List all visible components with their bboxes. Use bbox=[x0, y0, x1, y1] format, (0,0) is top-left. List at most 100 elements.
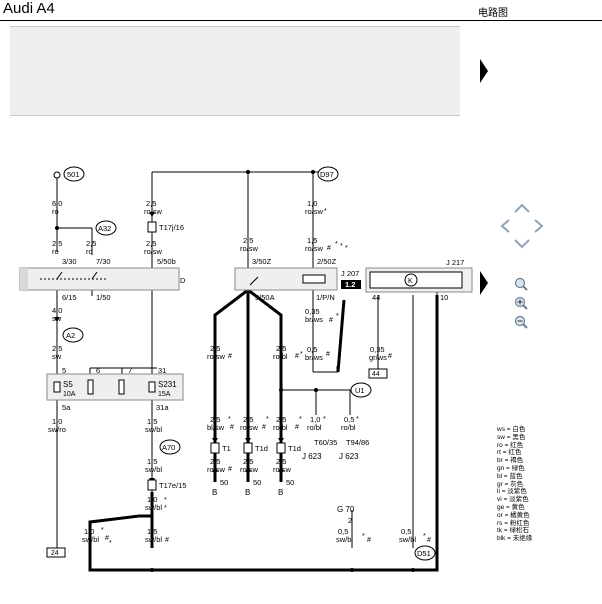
fuse-s231-label: S231 bbox=[158, 380, 177, 389]
wire-gauge-label: 0,5 bbox=[307, 345, 317, 354]
connector-label: T94/86 bbox=[346, 438, 369, 447]
pin-label: 44 bbox=[372, 293, 380, 302]
variant-marker: # bbox=[295, 353, 299, 360]
fuse-s5-label: S5 bbox=[63, 380, 73, 389]
wire-gauge-label: 2,5 bbox=[243, 236, 253, 245]
variant-marker: # bbox=[228, 353, 232, 360]
ref-u1-label: U1 bbox=[355, 386, 365, 395]
variant-marker: * bbox=[345, 245, 348, 252]
wire-gauge-label: 1,5 bbox=[147, 457, 157, 466]
terminal-box-44 bbox=[368, 368, 388, 379]
junction-dot bbox=[411, 568, 415, 572]
wire-gauge-label: 1,5 bbox=[307, 236, 317, 245]
zoom-out-icon[interactable] bbox=[513, 314, 529, 330]
ground-b-label: B bbox=[212, 488, 217, 497]
variant-marker: * bbox=[340, 243, 343, 250]
wire-color-label: ro/sw bbox=[144, 247, 163, 256]
wire-color-label: br/ws bbox=[305, 315, 323, 324]
connector-arrow-icon bbox=[245, 470, 251, 475]
ecu-j217-connector bbox=[404, 273, 418, 287]
variant-marker: # bbox=[295, 424, 299, 431]
legend-item: ro = 红色 bbox=[497, 441, 524, 449]
ecu-j207-relay-coil bbox=[302, 274, 326, 284]
connector-arrow-icon bbox=[54, 317, 60, 322]
ref-a2-circle bbox=[62, 327, 84, 343]
relay-switch-contact bbox=[56, 271, 63, 280]
fuse-s5-icon bbox=[53, 381, 61, 393]
wire-color-label: sw/ro bbox=[48, 425, 66, 434]
connector-t17e15-box bbox=[147, 479, 157, 491]
wire-gauge-label: 2,5 bbox=[210, 415, 220, 424]
wire-end-terminal bbox=[53, 171, 61, 179]
terminal-number: 7 bbox=[128, 366, 132, 375]
pan-up-icon[interactable] bbox=[514, 203, 530, 213]
wire-gauge-label: 6,0 bbox=[52, 199, 62, 208]
connector-t1-box bbox=[210, 442, 220, 454]
next-page-arrow-icon[interactable] bbox=[480, 59, 488, 83]
component-j623-label: J 623 bbox=[302, 452, 322, 461]
wire-gauge-label: 4,0 bbox=[52, 306, 62, 315]
next-diagram-arrow-icon[interactable] bbox=[480, 271, 488, 295]
wire-color-label: sw/bl bbox=[145, 425, 162, 434]
wire-gauge-label: 2,5 bbox=[52, 344, 62, 353]
variant-marker: * bbox=[300, 351, 303, 358]
pan-down-icon[interactable] bbox=[514, 239, 530, 249]
zoom-fit-icon[interactable] bbox=[513, 276, 529, 292]
pin-label: 10 bbox=[440, 293, 448, 302]
terminal-box-24 bbox=[46, 547, 66, 558]
variant-marker: # bbox=[427, 537, 431, 544]
ref-a32-label: A32 bbox=[98, 224, 111, 233]
ref-u1-circle bbox=[350, 382, 372, 398]
wire-color-label: sw/bl bbox=[145, 535, 162, 544]
pin-label: 3/50Z bbox=[252, 257, 272, 266]
wire-gauge-label: 2,5 bbox=[276, 415, 286, 424]
variant-marker: * bbox=[101, 527, 104, 534]
ref-501-label: 501 bbox=[67, 170, 80, 179]
connector-arrow-icon bbox=[212, 470, 218, 475]
wire-color-label: ro/sw bbox=[207, 352, 226, 361]
variant-marker: # bbox=[228, 466, 232, 473]
relay-label-d: D bbox=[180, 276, 186, 285]
wire-gauge-label: 1,0 bbox=[147, 495, 157, 504]
legend-item: gn = 绿色 bbox=[497, 464, 525, 472]
wire-color-label: sw/bl bbox=[145, 465, 162, 474]
wire-color-label: ro bbox=[86, 247, 93, 256]
ecu-j207-switch bbox=[249, 276, 259, 286]
wire-color-label: ro/bl bbox=[273, 352, 288, 361]
variant-marker: # bbox=[105, 535, 109, 542]
legend-item: gr = 灰色 bbox=[497, 480, 524, 488]
legend-item: ge = 黄色 bbox=[497, 503, 525, 511]
connector-t17j16-box bbox=[147, 221, 157, 233]
wire-color-label: sw bbox=[52, 352, 62, 361]
connector-label: T1 bbox=[222, 444, 231, 453]
fuse-s231-icon bbox=[148, 381, 156, 393]
variant-marker: * bbox=[336, 313, 339, 320]
variant-marker: * bbox=[228, 416, 231, 423]
wire-color-label: ro/bl bbox=[307, 423, 322, 432]
wire-gauge-label: 2,5 bbox=[52, 239, 62, 248]
terminal-number: 31a bbox=[156, 403, 169, 412]
variant-marker: * bbox=[341, 315, 344, 322]
ecu-j217-label: J 217 bbox=[446, 258, 464, 267]
wire-color-label: sw/bl bbox=[82, 535, 99, 544]
pan-right-icon[interactable] bbox=[534, 219, 544, 233]
variant-marker: * bbox=[423, 533, 426, 540]
junction-dot bbox=[350, 568, 354, 572]
wire-gauge-label: 1,5 bbox=[147, 527, 157, 536]
variant-marker: # bbox=[367, 537, 371, 544]
pan-left-icon[interactable] bbox=[500, 219, 510, 233]
ref-a70-label: A70 bbox=[162, 443, 175, 452]
component-g70-label: G 70 bbox=[337, 505, 355, 514]
pin-label: 1/50 bbox=[96, 293, 111, 302]
junction-dot bbox=[246, 170, 250, 174]
wire-color-label: sw/bl bbox=[145, 503, 162, 512]
wire-gauge-label: 2,5 bbox=[276, 344, 286, 353]
connector-label: T1d bbox=[255, 444, 268, 453]
connector-label: T1d bbox=[288, 444, 301, 453]
ecu-j217-connector-label: K bbox=[408, 278, 413, 285]
zoom-in-icon[interactable] bbox=[513, 295, 529, 311]
connector-label: T17j/16 bbox=[159, 223, 184, 232]
pin-label: 6/15 bbox=[62, 293, 77, 302]
wire-color-label: ro/sw bbox=[305, 207, 324, 216]
pin-label: 2 bbox=[348, 516, 352, 525]
